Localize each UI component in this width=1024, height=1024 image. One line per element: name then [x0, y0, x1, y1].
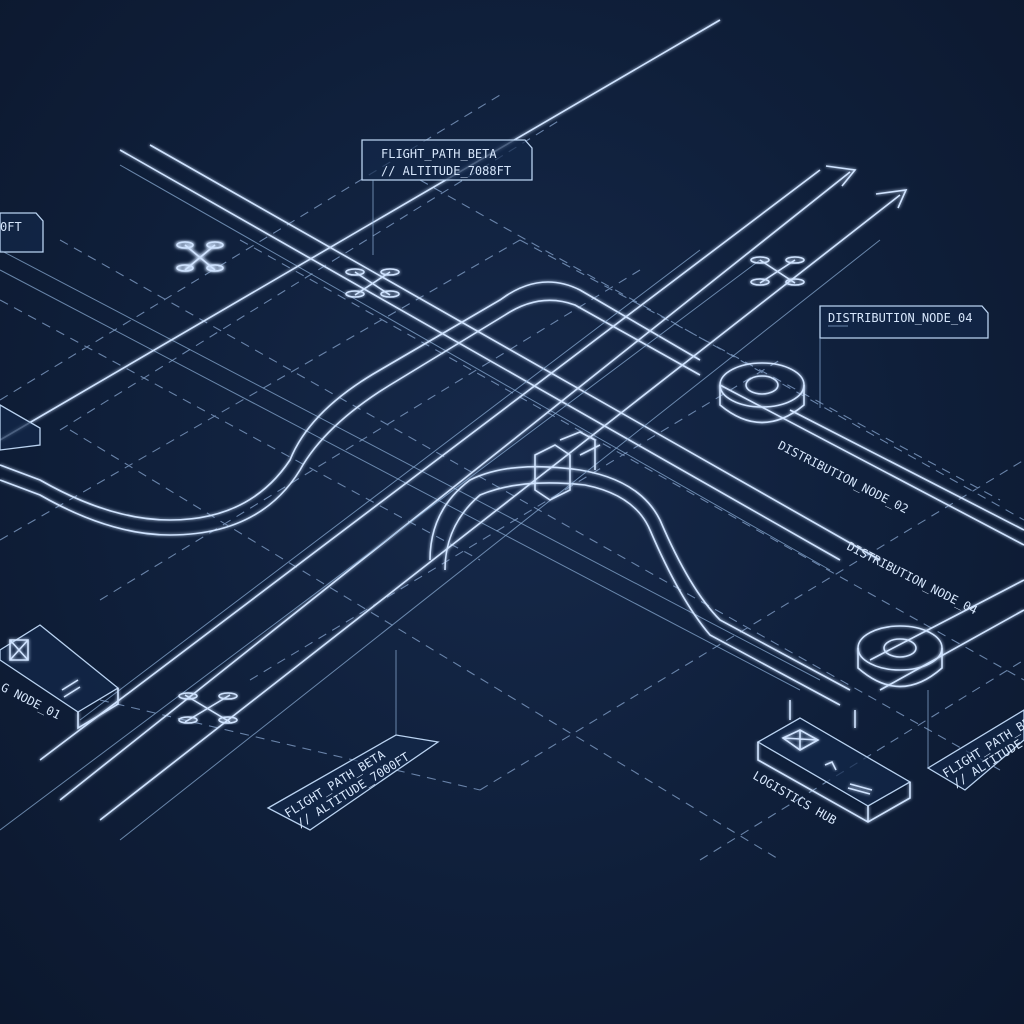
ring-node-icon	[719, 362, 805, 424]
callout-node: DISTRIBUTION_NODE_04	[819, 305, 989, 408]
callout-bottom: FLIGHT_PATH_BETA // ALTITUDE_7000FT	[266, 650, 440, 831]
ring-node-icon	[857, 625, 943, 688]
node-04-label: DISTRIBUTION_NODE_04	[845, 539, 980, 617]
drone-icon	[345, 268, 400, 298]
callout-altitude: // ALTITUDE_7088FT	[381, 164, 511, 178]
arrow-icon	[825, 165, 908, 209]
callout-partial: 0FT	[0, 220, 22, 234]
callout-right: FLIGHT_PATH_BE // ALTITUDE_	[926, 690, 1024, 791]
callout-top: FLIGHT_PATH_BETA // ALTITUDE_7088FT	[361, 139, 533, 255]
flight-paths-up-right	[0, 19, 908, 841]
drone-icon	[176, 241, 224, 272]
package-icon	[824, 760, 837, 771]
logistics-node-box-left	[0, 404, 120, 730]
flight-paths-down-right	[0, 144, 1024, 706]
drone-icon	[178, 692, 238, 724]
junction-block	[534, 431, 601, 501]
callout-left: 0FT	[0, 212, 44, 253]
node-callout-label: DISTRIBUTION_NODE_04	[828, 311, 973, 325]
dashed-grid	[0, 94, 1024, 861]
callout-title: FLIGHT_PATH_BETA	[381, 147, 497, 161]
logistics-hub-box	[756, 700, 912, 823]
drone-icon	[750, 256, 805, 286]
